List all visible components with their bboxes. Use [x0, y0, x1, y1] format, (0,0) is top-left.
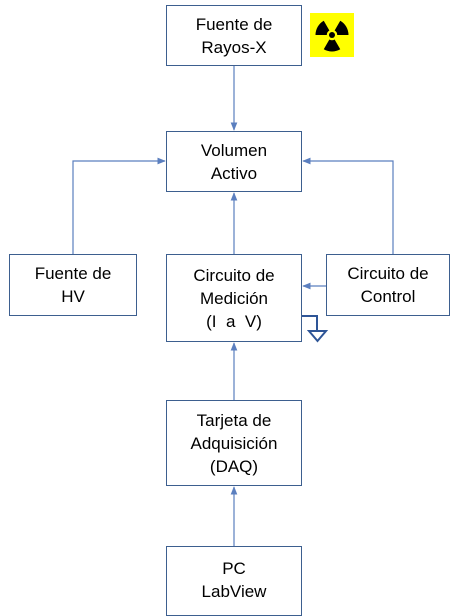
daq-card-line3: (DAQ) — [209, 456, 259, 476]
control-circuit-box: Circuito de Control — [326, 254, 450, 316]
xray-source-line1: Fuente de — [195, 14, 273, 34]
active-volume-line2: Activo — [210, 163, 258, 183]
xray-source-line2: Rayos-X — [201, 37, 267, 57]
hv-source-box: Fuente de HV — [9, 254, 137, 316]
arrow-control-to-volume — [302, 157, 394, 254]
control-circuit-line1: Circuito de — [347, 264, 429, 283]
daq-card-line1: Tarjeta de — [196, 410, 272, 430]
measurement-circuit-box: Circuito de Medición (I a V) — [166, 254, 302, 342]
arrow-hv-to-volume — [72, 157, 166, 254]
active-volume-line1: Volumen — [200, 140, 268, 160]
daq-card-line2: Adquisición — [190, 433, 278, 453]
radiation-trefoil-icon — [310, 13, 354, 57]
measurement-circuit-line3: (I a V) — [206, 311, 262, 331]
measurement-circuit-line1: Circuito de — [193, 265, 275, 285]
xray-source-box: Fuente de Rayos-X — [166, 5, 302, 66]
pc-labview-box: PC LabView — [166, 546, 302, 616]
hv-source-line2: HV — [61, 287, 85, 306]
control-circuit-line2: Control — [360, 287, 416, 306]
ground-symbol-icon — [302, 315, 329, 343]
active-volume-box: Volumen Activo — [166, 131, 302, 192]
pc-line1: PC — [222, 559, 246, 578]
hv-source-line1: Fuente de — [34, 264, 112, 283]
pc-line2: LabView — [201, 582, 267, 601]
measurement-circuit-line2: Medición — [199, 288, 269, 308]
daq-card-box: Tarjeta de Adquisición (DAQ) — [166, 400, 302, 486]
